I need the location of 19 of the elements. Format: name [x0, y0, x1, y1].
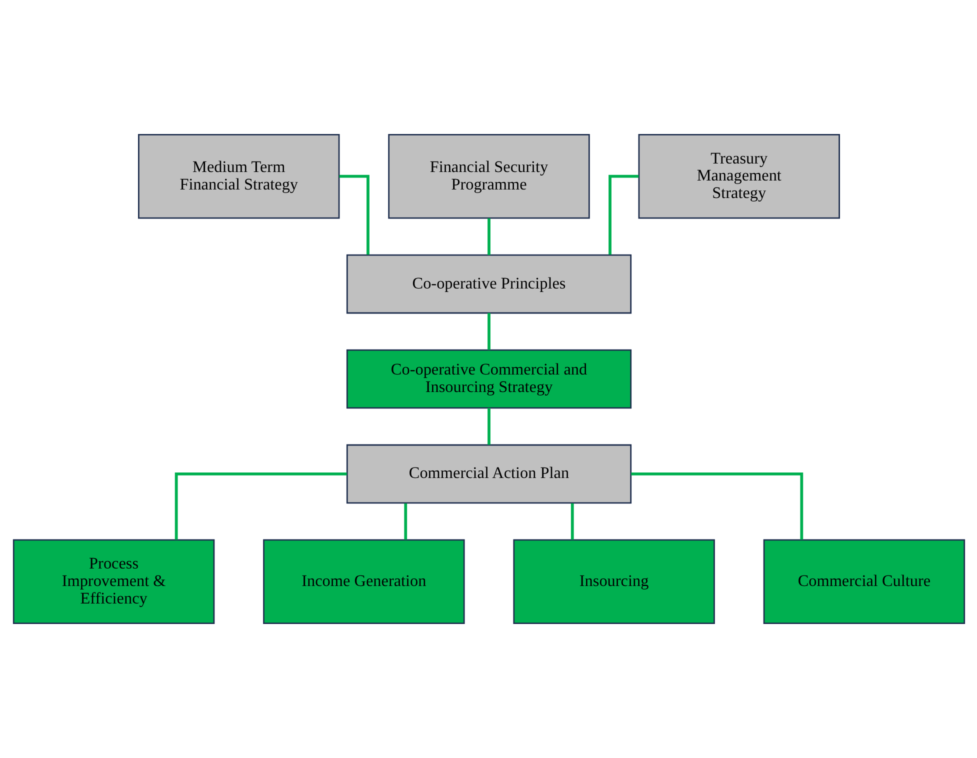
connector — [338, 174, 369, 255]
node-box: Treasury Management Strategy — [638, 134, 840, 219]
node-box: Co-operative Commercial and Insourcing Strategy — [346, 349, 632, 409]
node-box: Financial Security Programme — [388, 134, 590, 219]
connector — [608, 174, 638, 255]
node-box: Income Generation — [262, 539, 464, 624]
connector — [487, 408, 490, 445]
node-box: Commercial Culture — [762, 539, 965, 624]
node-box: Commercial Action Plan — [346, 444, 632, 504]
connector — [404, 503, 407, 540]
connector — [174, 472, 346, 540]
node-box: Insourcing — [512, 539, 714, 624]
connector — [487, 218, 490, 256]
node-box: Co-operative Principles — [346, 254, 632, 314]
connector — [630, 472, 803, 540]
connector — [570, 503, 574, 540]
node-box: Medium Term Financial Strategy — [138, 134, 340, 219]
node-box: Process Improvement & Efficiency — [12, 539, 214, 624]
connector — [487, 313, 490, 350]
